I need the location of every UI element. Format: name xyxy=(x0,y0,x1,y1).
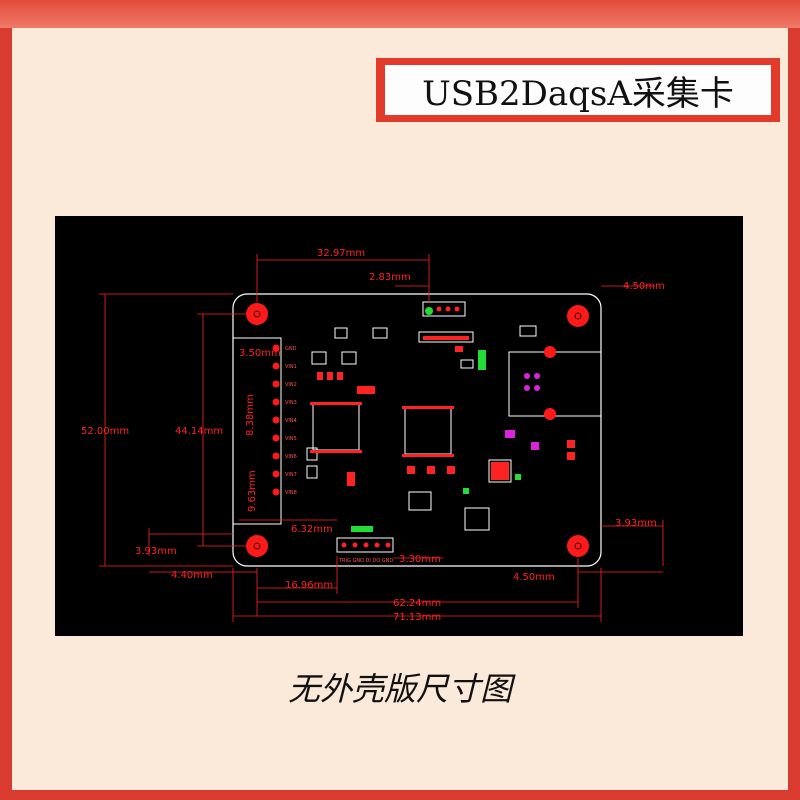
title-inner: USB2DaqsA采集卡 xyxy=(385,65,771,115)
pin-label-vin8: VIN8 xyxy=(285,490,297,496)
dim-32-97: 32.97mm xyxy=(317,248,365,259)
dim-44-14: 44.14mm xyxy=(175,426,223,437)
dim-4-40: 4.40mm xyxy=(171,570,213,581)
pin-label-gnd: GND xyxy=(285,346,297,352)
dim-6-32: 6.32mm xyxy=(291,524,333,535)
top-header xyxy=(422,301,466,317)
green-parts xyxy=(351,307,521,532)
dim-4-50-top: 4.50mm xyxy=(623,281,665,292)
dim-3-93-left: 3.93mm xyxy=(135,546,177,557)
board-components xyxy=(306,325,537,531)
magenta-parts xyxy=(505,373,540,450)
top-band xyxy=(0,0,800,28)
pin-label-vin7: VIN7 xyxy=(285,472,297,478)
drawing-caption: 无外壳版尺寸图 xyxy=(287,670,512,708)
board-outline xyxy=(232,293,602,567)
dim-3-93-right: 3.93mm xyxy=(615,518,657,529)
bottom-pin-labels: TRIG GND DI DO GND xyxy=(338,558,393,564)
mounting-holes xyxy=(246,303,589,557)
pin-label-vin1: VIN1 xyxy=(285,364,297,370)
usb-connector xyxy=(508,351,602,417)
bottom-header xyxy=(336,537,394,553)
dimension-drawing: GND VIN1 VIN2 VIN3 VIN4 VIN5 VIN6 VIN7 V… xyxy=(55,216,743,636)
terminal-pins xyxy=(272,344,280,496)
dim-3-30: 3.30mm xyxy=(399,554,441,565)
dim-16-96: 16.96mm xyxy=(285,580,333,591)
component-pads xyxy=(310,336,575,486)
dim-62-24: 62.24mm xyxy=(393,598,441,609)
pin-label-vin2: VIN2 xyxy=(285,382,297,388)
dim-2-83: 2.83mm xyxy=(369,272,411,283)
dim-71-13: 71.13mm xyxy=(393,612,441,623)
pin-label-vin3: VIN3 xyxy=(285,400,297,406)
pin-label-vin4: VIN4 xyxy=(285,418,297,424)
board-svg: GND VIN1 VIN2 VIN3 VIN4 VIN5 VIN6 VIN7 V… xyxy=(81,248,665,623)
dimension-lines xyxy=(99,254,664,622)
dim-8-38: 8.38mm xyxy=(245,394,256,436)
pin-label-vin5: VIN5 xyxy=(285,436,297,442)
dim-3-50: 3.50mm xyxy=(239,348,281,359)
title-banner: USB2DaqsA采集卡 xyxy=(376,58,780,122)
terminal-block xyxy=(232,337,282,525)
dim-52-00: 52.00mm xyxy=(81,426,129,437)
dim-9-63: 9.63mm xyxy=(247,470,258,512)
product-title: USB2DaqsA采集卡 xyxy=(422,73,734,114)
pin-label-vin6: VIN6 xyxy=(285,454,297,460)
dim-4-50-bottom: 4.50mm xyxy=(513,572,555,583)
